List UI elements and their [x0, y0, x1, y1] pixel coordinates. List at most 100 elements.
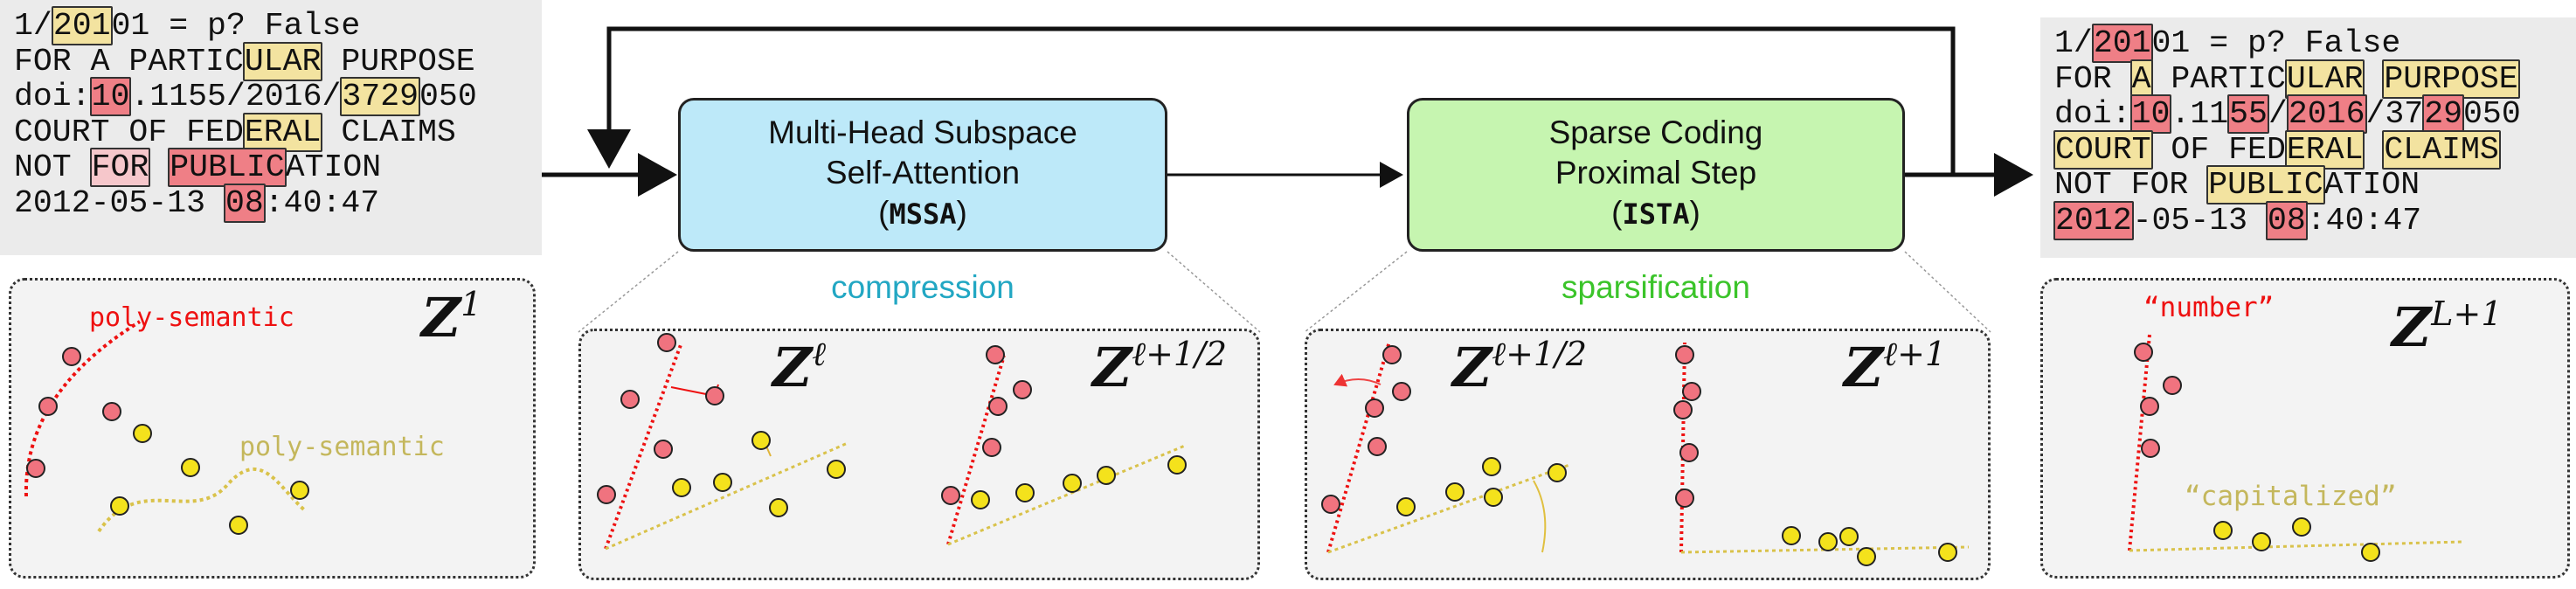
token-text: 01 = p? False [111, 8, 361, 44]
token-text: /37 [2365, 96, 2424, 132]
output-text-line: NOT FOR PUBLICATION [2054, 165, 2562, 204]
token-highlight: 29 [2422, 94, 2465, 134]
ista-title-line2: Proximal Step [1555, 155, 1757, 191]
poly-semantic-yellow-label: poly-semantic [239, 432, 445, 462]
zL-red-points [2134, 343, 2182, 458]
panel-ista [1305, 329, 1991, 580]
token-highlight: 08 [2265, 200, 2308, 240]
input-text-line: 1/20101 = p? False [14, 6, 528, 45]
token-text: PURPOSE [322, 43, 475, 80]
sparsification-caption: sparsification [1562, 269, 1750, 305]
zL-yellow-points [2213, 517, 2380, 562]
token-highlight: ERAL [242, 112, 323, 152]
poly-semantic-yellow-curve [97, 467, 308, 533]
ista-left-label: Zℓ+1/2 [1450, 335, 1587, 399]
zL-label: ZL+1 [2389, 294, 2503, 359]
token-highlight: ULAR [242, 41, 323, 81]
number-label: “number” [2143, 292, 2274, 323]
input-text-line: 2012-05-13 08:40:47 [14, 183, 528, 223]
token-highlight: 08 [223, 183, 266, 223]
token-text: -05-13 [2132, 202, 2267, 239]
token-text: 1/ [14, 8, 52, 44]
token-highlight: FOR [89, 148, 151, 187]
output-text-line: 2012-05-13 08:40:47 [2053, 200, 2562, 240]
token-text: 1/ [2054, 25, 2093, 61]
panel-mssa [578, 329, 1260, 580]
ista-right-label: Zℓ+1 [1841, 335, 1946, 399]
panel-z1 [9, 278, 536, 579]
token-highlight: CLAIMS [2382, 129, 2501, 170]
panel-mssa-content: Zℓ Zℓ+1/2 [597, 333, 1227, 551]
mssa-title-line1: Multi-Head Subspace [768, 114, 1077, 150]
output-text-line: COURT OF FEDERAL CLAIMS [2053, 129, 2562, 170]
mssa-right-label: Zℓ+1/2 [1090, 335, 1227, 399]
token-highlight: ULAR [2284, 59, 2365, 99]
token-text: / [2268, 96, 2288, 132]
z1-label: Z1 [419, 285, 481, 350]
z1-red-points [26, 347, 121, 478]
token-highlight: 2012 [2053, 200, 2134, 240]
token-text: CLAIMS [322, 114, 456, 150]
ista-left-points [1321, 345, 1567, 516]
token-text: ATION [285, 149, 382, 185]
token-text: .11 [2171, 96, 2229, 132]
input-text-line: FOR A PARTICULAR PURPOSE [14, 41, 528, 81]
panel-ista-content: Zℓ+1/2 Zℓ+1 [1321, 335, 1970, 566]
token-text: ATION [2323, 167, 2420, 203]
zoom-lines [578, 251, 1991, 333]
output-text-line: 1/20101 = p? False [2054, 24, 2562, 63]
token-highlight: 55 [2227, 94, 2269, 134]
token-text: doi: [14, 79, 91, 114]
token-highlight: 201 [51, 6, 113, 45]
input-text-line: doi:10.1155/2016/3729050 [14, 77, 528, 116]
token-text: :40:47 [2306, 202, 2422, 239]
ista-title-line1: Sparse Coding [1548, 114, 1763, 150]
mssa-abbr: MSSA [889, 197, 957, 231]
output-text-line: FOR A PARTICULAR PURPOSE [2054, 59, 2562, 99]
token-highlight: 201 [2091, 24, 2153, 63]
token-highlight: A [2129, 59, 2153, 99]
token-text: FOR [2054, 60, 2131, 97]
token-text: 01 = p? False [2151, 25, 2401, 61]
token-highlight: COURT [2053, 129, 2153, 170]
token-highlight: 2016 [2286, 94, 2367, 134]
token-text: 050 [2463, 96, 2521, 132]
z1-yellow-points [110, 424, 309, 535]
input-text-line: NOT FOR PUBLICATION [14, 148, 528, 187]
token-highlight: 10 [2129, 94, 2172, 134]
mssa-left-label: Zℓ [770, 335, 826, 399]
mssa-block: Multi-Head Subspace Self-Attention (MSSA… [678, 98, 1167, 252]
output-text-line: doi:10.1155/2016/3729050 [2054, 94, 2562, 134]
token-text: .1155/2016/ [130, 79, 342, 114]
ista-block: Sparse Coding Proximal Step (ISTA) [1407, 98, 1905, 252]
compression-caption: compression [831, 269, 1014, 305]
mssa-title-line2: Self-Attention [825, 155, 1021, 191]
token-highlight: PUBLIC [168, 148, 287, 187]
token-highlight: PUBLIC [2206, 165, 2325, 204]
ista-right-points [1673, 345, 1957, 566]
poly-semantic-red-label: poly-semantic [89, 302, 294, 333]
token-text: :40:47 [264, 184, 380, 221]
token-highlight: ERAL [2284, 129, 2365, 170]
panel-zL-content: “number” “capitalized” ZL+1 [2128, 292, 2503, 562]
token-text: NOT FOR [2054, 167, 2208, 203]
input-text-line: COURT OF FEDERAL CLAIMS [14, 112, 528, 152]
main-flow-arrows [542, 26, 2033, 197]
panel-z1-content: poly-semantic poly-semantic Z1 [24, 285, 481, 535]
token-text: FOR A PARTIC [14, 43, 244, 80]
token-highlight: PURPOSE [2382, 59, 2520, 99]
token-text: doi: [2054, 96, 2131, 132]
token-highlight: 3729 [340, 77, 421, 116]
token-text: OF FED [2151, 131, 2286, 168]
mssa-right-points [941, 345, 1187, 509]
token-text: 2012-05-13 [14, 184, 225, 221]
mssa-left-points [597, 333, 846, 517]
ista-abbr: ISTA [1622, 197, 1690, 231]
capitalized-label: “capitalized” [2185, 481, 2397, 512]
token-text: COURT OF FED [14, 114, 244, 150]
token-text: PARTIC [2151, 60, 2286, 97]
token-highlight: 10 [89, 77, 132, 116]
